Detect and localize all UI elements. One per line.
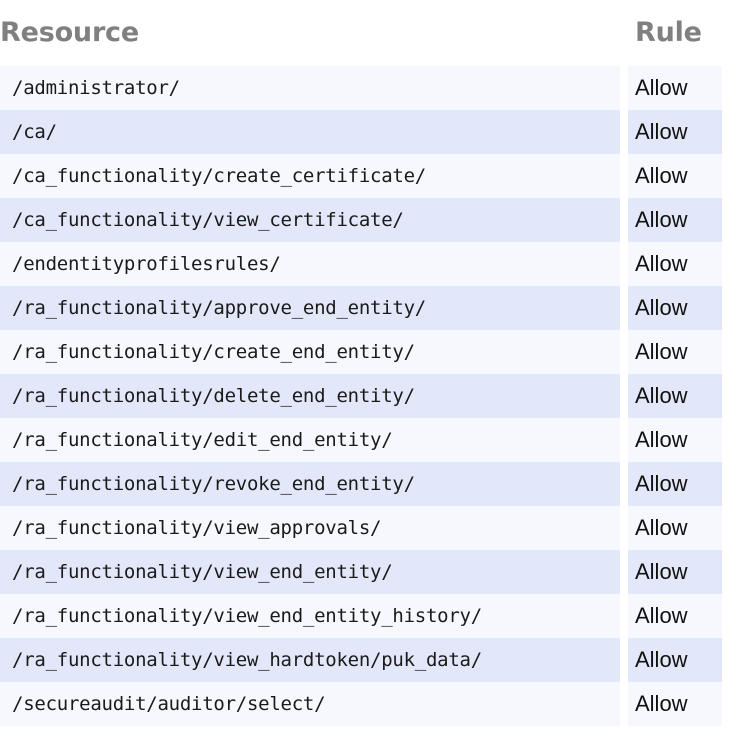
cell-right-pad <box>722 638 746 682</box>
cell-rule: Allow <box>628 462 722 506</box>
table-row[interactable]: /administrator/Allow <box>0 66 746 110</box>
header-right-pad <box>722 0 746 66</box>
cell-column-gap <box>620 154 628 198</box>
table-row[interactable]: /ra_functionality/approve_end_entity/All… <box>0 286 746 330</box>
cell-column-gap <box>620 330 628 374</box>
table-row[interactable]: /ra_functionality/view_hardtoken/puk_dat… <box>0 638 746 682</box>
cell-right-pad <box>722 286 746 330</box>
cell-right-pad <box>722 462 746 506</box>
cell-right-pad <box>722 374 746 418</box>
cell-rule: Allow <box>628 594 722 638</box>
cell-rule: Allow <box>628 506 722 550</box>
table-row[interactable]: /ra_functionality/revoke_end_entity/Allo… <box>0 462 746 506</box>
column-header-rule[interactable]: Rule <box>635 17 702 48</box>
cell-right-pad <box>722 110 746 154</box>
table-row[interactable]: /ra_functionality/view_end_entity_histor… <box>0 594 746 638</box>
table-body: /administrator/Allow/ca/Allow/ca_functio… <box>0 66 746 726</box>
cell-right-pad <box>722 154 746 198</box>
table-row[interactable]: /ca_functionality/view_certificate/Allow <box>0 198 746 242</box>
cell-rule: Allow <box>628 550 722 594</box>
cell-column-gap <box>620 594 628 638</box>
cell-right-pad <box>722 506 746 550</box>
table-header-row: Resource Rule <box>0 0 746 66</box>
table-row[interactable]: /ca/Allow <box>0 110 746 154</box>
cell-rule: Allow <box>628 154 722 198</box>
cell-right-pad <box>722 66 746 110</box>
cell-resource: /ca/ <box>0 110 620 154</box>
cell-column-gap <box>620 374 628 418</box>
cell-rule: Allow <box>628 374 722 418</box>
cell-column-gap <box>620 110 628 154</box>
cell-rule: Allow <box>628 286 722 330</box>
cell-rule: Allow <box>628 638 722 682</box>
cell-column-gap <box>620 506 628 550</box>
cell-resource: /ra_functionality/edit_end_entity/ <box>0 418 620 462</box>
cell-rule: Allow <box>628 682 722 726</box>
cell-rule: Allow <box>628 198 722 242</box>
cell-column-gap <box>620 462 628 506</box>
cell-right-pad <box>722 594 746 638</box>
cell-column-gap <box>620 682 628 726</box>
cell-resource: /ra_functionality/delete_end_entity/ <box>0 374 620 418</box>
cell-right-pad <box>722 550 746 594</box>
table-row[interactable]: /ra_functionality/view_approvals/Allow <box>0 506 746 550</box>
cell-rule: Allow <box>628 110 722 154</box>
cell-right-pad <box>722 330 746 374</box>
cell-resource: /administrator/ <box>0 66 620 110</box>
cell-resource: /ra_functionality/view_approvals/ <box>0 506 620 550</box>
table-row[interactable]: /ra_functionality/create_end_entity/Allo… <box>0 330 746 374</box>
table-row[interactable]: /endentityprofilesrules/Allow <box>0 242 746 286</box>
cell-resource: /ra_functionality/revoke_end_entity/ <box>0 462 620 506</box>
cell-right-pad <box>722 418 746 462</box>
cell-resource: /ra_functionality/view_hardtoken/puk_dat… <box>0 638 620 682</box>
cell-resource: /ra_functionality/view_end_entity/ <box>0 550 620 594</box>
table-row[interactable]: /ra_functionality/view_end_entity/Allow <box>0 550 746 594</box>
cell-resource: /secureaudit/auditor/select/ <box>0 682 620 726</box>
cell-resource: /ra_functionality/view_end_entity_histor… <box>0 594 620 638</box>
cell-resource: /ca_functionality/view_certificate/ <box>0 198 620 242</box>
cell-column-gap <box>620 638 628 682</box>
cell-right-pad <box>722 242 746 286</box>
cell-column-gap <box>620 66 628 110</box>
cell-column-gap <box>620 550 628 594</box>
cell-resource: /ra_functionality/approve_end_entity/ <box>0 286 620 330</box>
cell-right-pad <box>722 682 746 726</box>
cell-resource: /endentityprofilesrules/ <box>0 242 620 286</box>
table-row[interactable]: /ca_functionality/create_certificate/All… <box>0 154 746 198</box>
header-column-gap <box>620 0 628 66</box>
cell-resource: /ra_functionality/create_end_entity/ <box>0 330 620 374</box>
cell-resource: /ca_functionality/create_certificate/ <box>0 154 620 198</box>
table-header: Resource Rule <box>0 0 746 66</box>
cell-column-gap <box>620 242 628 286</box>
cell-rule: Allow <box>628 418 722 462</box>
table-row[interactable]: /ra_functionality/edit_end_entity/Allow <box>0 418 746 462</box>
column-header-resource[interactable]: Resource <box>0 17 139 48</box>
table-row[interactable]: /ra_functionality/delete_end_entity/Allo… <box>0 374 746 418</box>
cell-column-gap <box>620 418 628 462</box>
cell-column-gap <box>620 286 628 330</box>
cell-rule: Allow <box>628 242 722 286</box>
cell-rule: Allow <box>628 330 722 374</box>
table-row[interactable]: /secureaudit/auditor/select/Allow <box>0 682 746 726</box>
cell-rule: Allow <box>628 66 722 110</box>
cell-right-pad <box>722 198 746 242</box>
cell-column-gap <box>620 198 628 242</box>
